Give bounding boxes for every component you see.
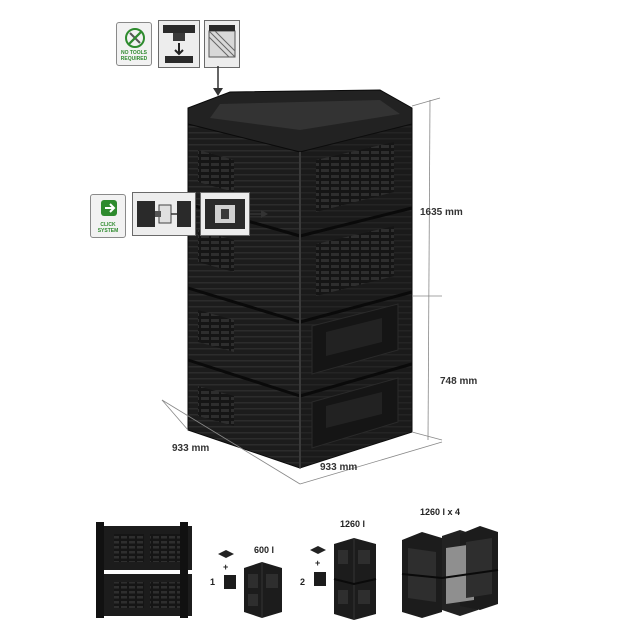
- lid-piece-small-icon-2: +: [310, 546, 326, 568]
- lid-piece-small-icon: +: [218, 550, 234, 572]
- down-arrow-icon: [213, 66, 223, 96]
- click-detail-panel-1: [132, 192, 196, 236]
- capacity-600-label: 600 l: [254, 545, 275, 555]
- lid-closed-illustration: [208, 25, 236, 58]
- compost-bin-illustration: [161, 89, 443, 485]
- width-label: 933 mm: [320, 462, 358, 473]
- height-total-label: 1635 mm: [420, 207, 463, 218]
- base-piece-small-icon: [224, 575, 236, 589]
- lid-clip-illustration: [163, 25, 195, 63]
- capacity-1260-label: 1260 l: [340, 519, 366, 529]
- no-tools-label: NO TOOLS REQUIRED: [120, 50, 148, 62]
- click-detail-panel-2: [200, 192, 250, 236]
- click-arrow-icon: [101, 200, 117, 216]
- svg-text:+: +: [223, 562, 228, 572]
- base-piece-small-icon-2: [314, 572, 326, 586]
- click-connector-illustration: [137, 201, 191, 227]
- height-module-label: 748 mm: [440, 376, 478, 387]
- lid-detail-panel-1: [158, 20, 200, 68]
- step-2-number: 2: [300, 577, 306, 587]
- stacked-modules-illustration: [96, 522, 192, 618]
- click-locked-illustration: [205, 199, 245, 229]
- click-system-badge: CLICK SYSTEM: [90, 194, 126, 238]
- bin-600l-illustration: [244, 562, 282, 618]
- depth-label: 933 mm: [172, 443, 210, 454]
- no-tools-badge: NO TOOLS REQUIRED: [116, 22, 152, 66]
- click-system-label: CLICK SYSTEM: [97, 222, 119, 234]
- bin-quad-illustration: [401, 526, 499, 618]
- capacity-quad-label: 1260 l x 4: [420, 507, 461, 517]
- crossed-tools-icon: [125, 28, 145, 48]
- right-arrow-icon: [250, 210, 268, 218]
- bin-1260l-illustration: [333, 538, 377, 620]
- svg-text:+: +: [315, 558, 320, 568]
- step-1-number: 1: [210, 577, 216, 587]
- lid-detail-panel-2: [204, 20, 240, 68]
